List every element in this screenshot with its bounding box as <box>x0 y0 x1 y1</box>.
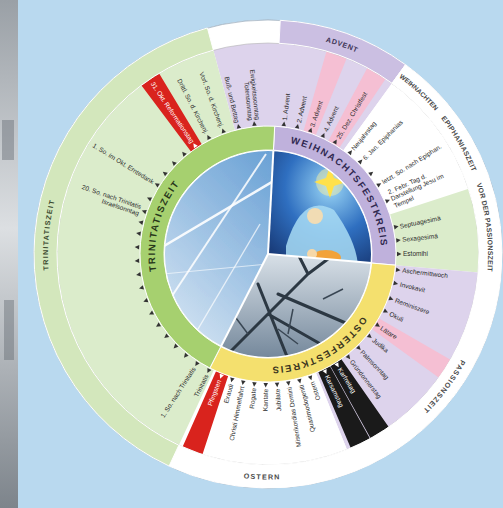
svg-text:TRINITATISZEIT: TRINITATISZEIT <box>41 198 57 270</box>
segment-title: EPIPHANIASZEIT <box>440 115 478 173</box>
segment-title: PASSIONSZEIT <box>421 358 467 415</box>
segment-title: OSTERN <box>243 471 280 481</box>
segment-title: WEIHNACHTEN <box>398 72 439 111</box>
segment-title: TRINITATISZEIT <box>146 178 182 273</box>
trees-picture <box>208 244 378 364</box>
svg-text:VOR DER PASSIONSZEIT: VOR DER PASSIONSZEIT <box>476 182 494 272</box>
svg-text:ADVENT: ADVENT <box>325 35 360 55</box>
wheel-base <box>34 20 502 488</box>
svg-text:EPIPHANIASZEIT: EPIPHANIASZEIT <box>440 115 478 173</box>
segment-title: ADVENT <box>325 35 360 55</box>
day-label: Kantate <box>261 389 270 463</box>
photo-strip <box>0 0 18 508</box>
svg-text:PASSIONSZEIT: PASSIONSZEIT <box>421 358 467 415</box>
day-label: Estomihi <box>403 250 477 257</box>
svg-text:TRINITATISZEIT: TRINITATISZEIT <box>146 178 182 273</box>
svg-text:OSTERN: OSTERN <box>243 471 280 481</box>
segment-title: TRINITATISZEIT <box>41 198 57 270</box>
svg-text:WEIHNACHTEN: WEIHNACHTEN <box>398 72 439 111</box>
sky-picture <box>158 144 378 364</box>
center-pictures <box>158 144 378 364</box>
segment-title: VOR DER PASSIONSZEIT <box>476 182 494 272</box>
